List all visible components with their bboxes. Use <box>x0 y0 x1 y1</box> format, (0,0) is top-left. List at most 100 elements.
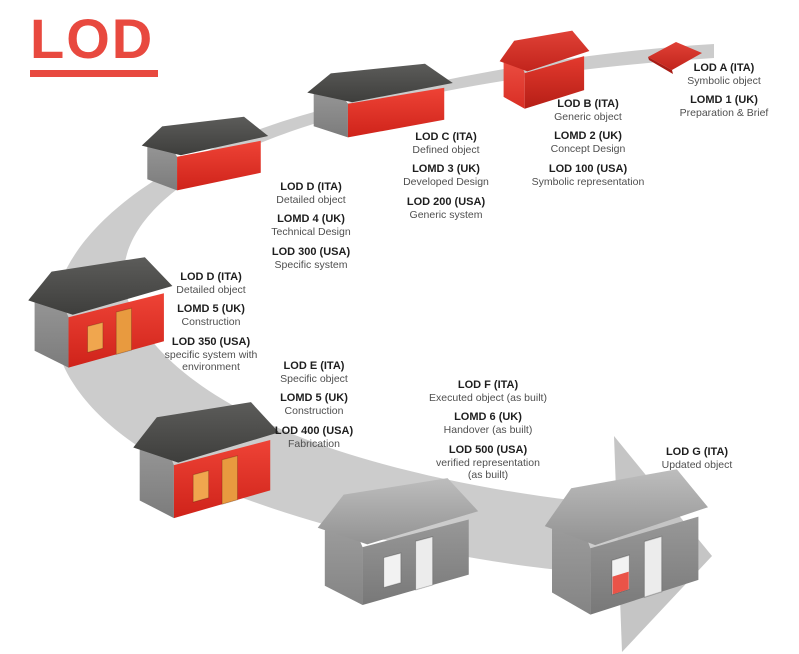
stage-entry-desc: Symbolic object <box>687 74 761 87</box>
stage-entry-name: LOD D (ITA) <box>180 271 242 283</box>
stage-entry-name: LOD 500 (USA) <box>448 443 528 456</box>
stage-entry-desc: Fabrication <box>288 437 340 450</box>
house-front-wall <box>524 56 585 109</box>
house-roof <box>499 30 590 72</box>
house-door <box>115 307 132 356</box>
stage-entry-name: LOMD 2 (UK) <box>554 130 622 143</box>
stage-entry-name: LOD 350 (USA) <box>171 335 251 348</box>
stage-entry: LOD A (ITA)Symbolic object <box>654 62 794 87</box>
house-door <box>415 536 434 591</box>
stage-entry-desc: Concept Design <box>550 143 626 156</box>
house-front-wall <box>177 140 261 191</box>
house-G <box>544 469 708 615</box>
house-roof <box>544 469 708 546</box>
stage-entry: LOMD 5 (UK)Construction <box>151 303 271 328</box>
stage-entry-name: LOD 100 (USA) <box>548 162 628 175</box>
stage-entry-name: LOD C (ITA) <box>415 131 477 143</box>
house-D2 <box>28 257 173 368</box>
stage-entry: LOD D (ITA)Detailed object <box>236 181 386 206</box>
house-B <box>499 30 590 109</box>
flat-plane-top <box>648 42 702 70</box>
stage-entry-name: LOD B (ITA) <box>557 98 619 110</box>
stage-entry: LOD D (ITA)Detailed object <box>151 271 271 296</box>
stage-entry-desc: Construction <box>284 405 344 418</box>
stage-entry-desc: Detailed object <box>176 283 246 296</box>
stage-entry-name: LOD A (ITA) <box>693 62 755 74</box>
stage-entry-name: LOMD 3 (UK) <box>412 163 480 176</box>
house-roof <box>141 116 269 156</box>
stage-entry-desc: Specific system <box>274 258 348 271</box>
stage-entry-desc: Generic system <box>409 208 483 221</box>
stage-entry-desc: Developed Design <box>403 176 489 189</box>
house-roof <box>317 478 479 545</box>
stage-entry: LOD 100 (USA)Symbolic representation <box>503 163 673 188</box>
stage-entry: LOD F (ITA)Executed object (as built) <box>403 379 573 404</box>
stage-entry-desc: Generic object <box>554 110 622 123</box>
stage-entry-desc: Construction <box>181 316 241 329</box>
stage-entry: LOD E (ITA)Specific object <box>239 360 389 385</box>
stage-entry-name: LOD G (ITA) <box>665 446 729 458</box>
stage-entry-name: LOMD 5 (UK) <box>280 392 348 405</box>
stage-entry-name: LOD E (ITA) <box>283 360 345 372</box>
stage-entry-name: LOD 300 (USA) <box>271 245 351 258</box>
house-A <box>648 42 702 74</box>
house-E <box>133 402 279 519</box>
stage-entry-name: LOMD 6 (UK) <box>454 411 522 424</box>
house-front-wall <box>347 87 445 138</box>
stage-entry: LOD 400 (USA)Fabrication <box>239 425 389 450</box>
stage-entry-desc: Updated object <box>661 458 733 471</box>
stage-label-F: LOD F (ITA)Executed object (as built) LOM… <box>403 379 573 488</box>
stage-entry: LOD 350 (USA)specific system with enviro… <box>151 336 271 374</box>
stage-entry-desc: Handover (as built) <box>443 424 533 437</box>
stage-entry: LOMD 1 (UK)Preparation & Brief <box>654 94 794 119</box>
page-title: LOD <box>30 9 159 77</box>
stage-entry: LOMD 3 (UK)Developed Design <box>371 163 521 188</box>
stage-entry-desc: Detailed object <box>276 193 346 206</box>
stage-entry: LOMD 6 (UK)Handover (as built) <box>403 411 573 436</box>
stage-entry-name: LOMD 4 (UK) <box>277 213 345 226</box>
house-door <box>643 535 663 599</box>
stage-entry-name: LOD 200 (USA) <box>406 195 486 208</box>
house-roof <box>307 63 453 103</box>
stage-entry-name: LOMD 5 (UK) <box>177 303 245 316</box>
house-door <box>221 455 238 505</box>
stage-entry-name: LOD D (ITA) <box>280 181 342 193</box>
stage-entry: LOD C (ITA)Defined object <box>371 131 521 156</box>
stage-entry: LOMD 5 (UK)Construction <box>239 392 389 417</box>
stage-entry: LOD 200 (USA)Generic system <box>371 196 521 221</box>
stage-entry-desc: Defined object <box>412 143 480 156</box>
stage-entry: LOD 300 (USA)Specific system <box>236 246 386 271</box>
house-roof <box>28 257 173 315</box>
stage-entry: LOMD 2 (UK)Concept Design <box>503 130 673 155</box>
house-roof <box>133 402 279 463</box>
house-window <box>87 321 104 353</box>
stage-entry-desc: Specific object <box>280 372 348 385</box>
house-F <box>317 478 479 606</box>
stage-entry-desc: Technical Design <box>271 226 351 239</box>
house-updated-panel <box>612 571 629 595</box>
house-C <box>307 63 453 138</box>
stage-entry-desc: verified representation (as built) <box>436 456 540 482</box>
stage-entry: LOD B (ITA)Generic object <box>503 98 673 123</box>
stage-entry-desc: Symbolic representation <box>531 175 645 188</box>
stage-entry: LOD G (ITA)Updated object <box>622 446 772 471</box>
stage-entry-desc: Executed object (as built) <box>429 391 547 404</box>
stage-entry-name: LOD 400 (USA) <box>274 424 354 437</box>
stage-entry-name: LOD F (ITA) <box>457 379 519 391</box>
stage-entry: LOMD 4 (UK)Technical Design <box>236 213 386 238</box>
house-D1 <box>141 116 269 191</box>
stage-entry-desc: specific system with environment <box>164 348 258 374</box>
house-window <box>383 552 402 589</box>
flat-plane-edge <box>648 57 673 74</box>
stage-entry-name: LOMD 1 (UK) <box>690 94 758 107</box>
stage-label-G: LOD G (ITA)Updated object <box>622 446 772 478</box>
house-window <box>192 470 210 503</box>
